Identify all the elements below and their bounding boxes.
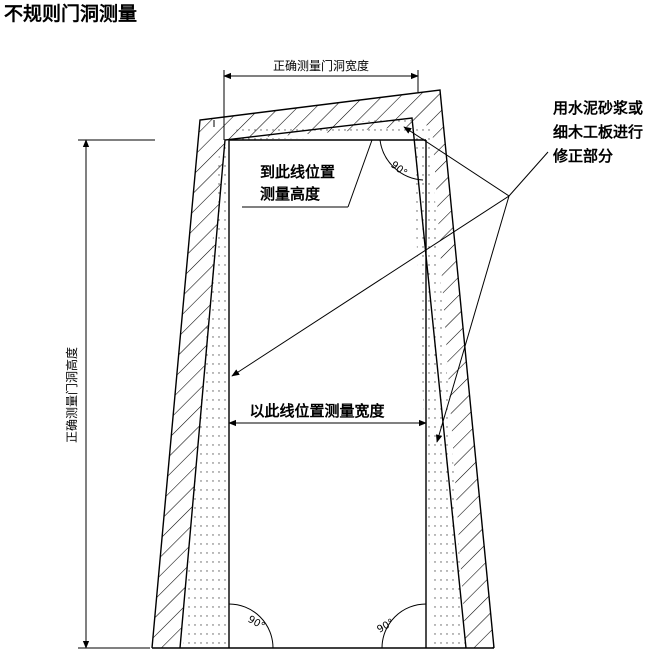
measure-height-label-1: 到此线位置	[260, 163, 335, 181]
left-jamb-hatch	[152, 120, 225, 648]
angle-label-bottom-left: 90°	[246, 614, 267, 632]
correct-height-label: 正确测量门洞高度	[64, 347, 79, 443]
angle-mark-top-right	[379, 139, 424, 181]
repair-label-3: 修正部分	[552, 147, 613, 165]
right-jamb-hatch	[432, 90, 494, 648]
frame-outline	[151, 89, 495, 649]
angle-mark-bottom-left	[228, 603, 274, 649]
repair-zone-left	[183, 140, 229, 648]
left-height-dimension	[78, 139, 155, 649]
top-width-dimension	[223, 70, 419, 140]
angle-label-bottom-right: 90°	[375, 617, 396, 635]
repair-label-1: 用水泥砂浆或	[553, 99, 643, 117]
angle-mark-bottom-right	[381, 603, 427, 649]
page-title: 不规则门洞测量	[4, 3, 138, 25]
repair-label-2: 细木工板进行	[553, 123, 643, 141]
correct-width-label: 正确测量门洞宽度	[273, 58, 369, 73]
measure-width-label: 以此线位置测量宽度	[249, 402, 385, 420]
repair-pointer-lines	[231, 126, 549, 443]
measure-height-label-2: 测量高度	[260, 185, 321, 203]
measure-height-callout	[242, 139, 373, 208]
